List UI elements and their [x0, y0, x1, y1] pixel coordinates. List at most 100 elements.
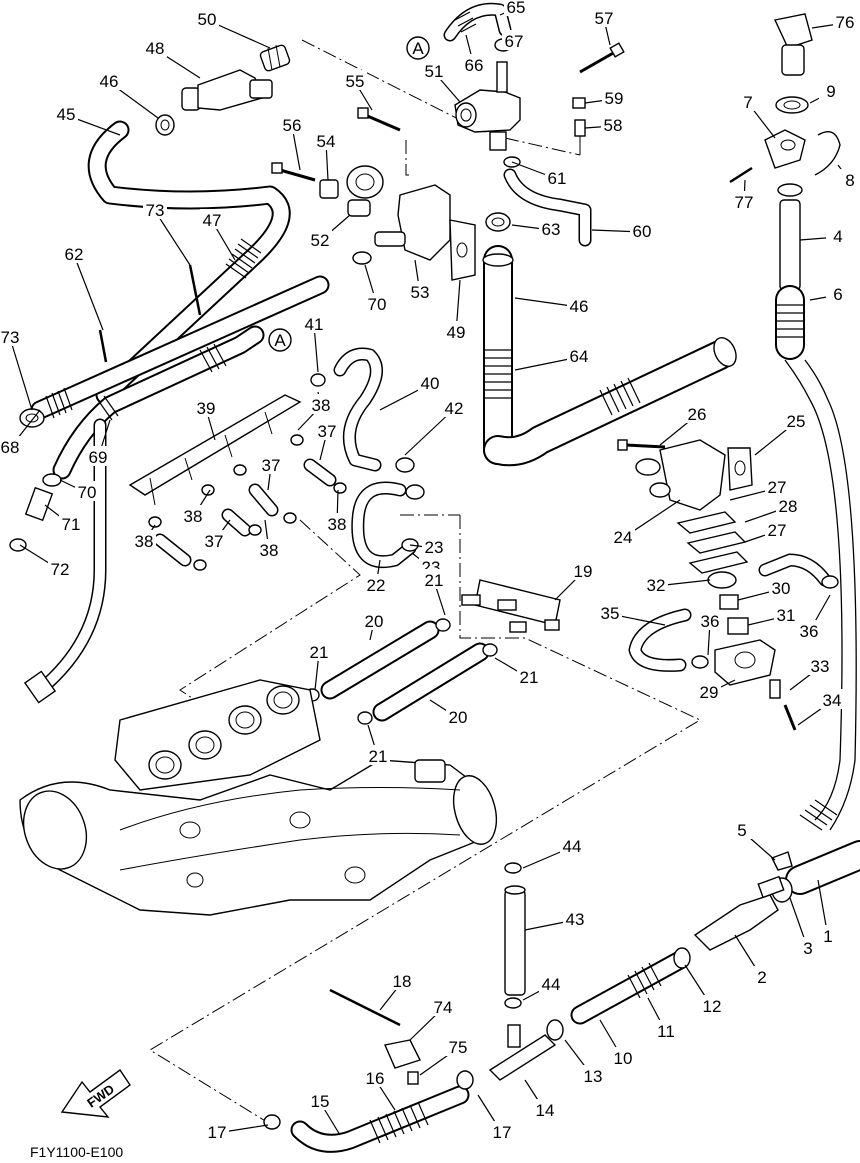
hose-45-47: [87, 120, 291, 405]
svg-text:A: A: [274, 331, 286, 350]
callout-number: 21: [310, 643, 329, 662]
callout-number: 28: [779, 497, 798, 516]
hose-65: [443, 2, 512, 42]
callout-number: 56: [283, 116, 302, 135]
clamps-38: [148, 373, 347, 571]
callout-number: 9: [826, 82, 835, 101]
callout-bg: [826, 283, 850, 303]
callout-bg: [820, 689, 844, 709]
clamp-63: [485, 212, 511, 232]
callout-bg: [797, 620, 821, 640]
bushing-54: [319, 179, 339, 199]
callout-number: 25: [787, 412, 806, 431]
callout-number: 44: [542, 975, 561, 994]
ref-marker-a-top: A: [406, 36, 430, 60]
callout-number: 5: [737, 821, 746, 840]
callout-number: 16: [366, 1069, 385, 1088]
hose-35: [628, 608, 692, 672]
pipe-43: [504, 885, 526, 996]
nut-9: [775, 96, 809, 114]
callout-number: 36: [800, 622, 819, 641]
leader-line: [73, 254, 104, 331]
clamps-36: [691, 575, 839, 669]
callout-number: 35: [601, 604, 620, 623]
callout-bg: [143, 199, 167, 219]
strap-8: [814, 131, 841, 176]
callout-bg: [363, 1067, 387, 1087]
callout-bg: [343, 70, 367, 90]
callout-bg: [302, 313, 326, 333]
callout-number: 72: [51, 560, 70, 579]
clamps-42: [395, 457, 425, 552]
callout-number: 63: [542, 220, 561, 239]
callout-number: 30: [772, 579, 791, 598]
clamps-12-13: [546, 947, 691, 1041]
clamp-46-top: [155, 114, 175, 136]
callout-number: 20: [449, 708, 468, 727]
hose-left-long: [23, 418, 107, 704]
callout-number: 6: [833, 285, 842, 304]
callout-number: 2: [757, 968, 766, 987]
callout-bg: [422, 569, 446, 589]
hose-68: [30, 275, 330, 420]
callout-number: 14: [536, 1101, 555, 1120]
callout-number: 34: [823, 691, 842, 710]
hose-filler-long: [784, 359, 857, 831]
callout-bg: [307, 641, 331, 661]
callout-bg: [697, 681, 721, 701]
bellows-6: [775, 304, 805, 338]
screw-77: [729, 166, 753, 184]
hose-right-36: [758, 553, 832, 587]
callout-bg: [97, 70, 121, 90]
leader-line: [9, 337, 33, 411]
callout-number: 12: [703, 997, 722, 1016]
callout-number: 7: [743, 93, 752, 112]
callout-bg: [765, 476, 789, 496]
callout-number: 38: [312, 396, 331, 415]
callout-number: 46: [100, 72, 119, 91]
callout-bg: [750, 966, 774, 986]
callout-number: 49: [447, 323, 466, 342]
callout-number: 61: [548, 169, 567, 188]
bellows-65: [454, 11, 477, 33]
joint-19: [461, 579, 561, 633]
callout-bg: [366, 745, 390, 765]
leader-line: [154, 210, 191, 266]
cylinder-heads: [114, 679, 321, 791]
callout-number: 24: [614, 528, 633, 547]
callout-bg: [567, 295, 591, 315]
gasket-25: [727, 447, 753, 491]
callout-bg: [309, 394, 333, 414]
callout-bg: [364, 574, 388, 594]
callout-bg: [833, 11, 857, 31]
bolt-57: [579, 42, 625, 74]
callout-bg: [644, 574, 668, 594]
bellows-68: [45, 387, 73, 419]
callout-bg: [408, 281, 432, 301]
callout-bg: [75, 481, 99, 501]
callout-bg: [418, 372, 442, 392]
bracket-74-75: [384, 1039, 421, 1085]
bracket-7: [764, 129, 806, 169]
callout-bg: [181, 505, 205, 525]
callout-number: 60: [633, 222, 652, 241]
callout-number: 36: [701, 612, 720, 631]
callout-bg: [314, 130, 338, 150]
callout-bg: [257, 539, 281, 559]
callout-bg: [0, 326, 22, 346]
callout-number: 70: [78, 483, 97, 502]
cap-76: [773, 13, 813, 76]
callout-number: 41: [305, 315, 324, 334]
callout-bg: [784, 410, 808, 430]
callout-number: 23: [425, 538, 444, 557]
callout-bg: [732, 191, 756, 211]
callout-bg: [259, 454, 283, 474]
callout-number: 65: [507, 0, 526, 17]
callout-number: 17: [493, 1123, 512, 1142]
callout-number: 15: [311, 1092, 330, 1111]
bellows-69: [97, 343, 227, 421]
tie-18: [329, 988, 401, 1027]
tie-73: [98, 264, 202, 363]
callout-number: 48: [146, 39, 165, 58]
callout-bg: [560, 835, 584, 855]
